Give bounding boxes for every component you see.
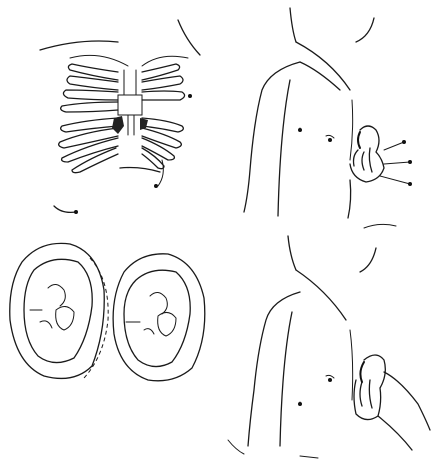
ribcage-marker-2 [154, 184, 158, 188]
heart-shading-2 [140, 118, 148, 130]
abdomen-line [348, 180, 351, 218]
pointer-dot-3 [408, 182, 412, 186]
hip-line [364, 224, 396, 228]
nipple [328, 138, 332, 142]
torso-dot-1 [298, 128, 302, 132]
right-ribs [142, 64, 185, 169]
torso-bottom-panel [228, 236, 430, 458]
arm-inner [300, 62, 340, 90]
ribcage-shoulder-line-right [178, 20, 200, 55]
hand-2-fingers [360, 380, 372, 408]
ribcage-marker-1 [74, 210, 78, 214]
pointer-line-2 [384, 162, 410, 164]
hand-fingers [354, 148, 373, 172]
ribcage-marker-3 [188, 94, 192, 98]
sternum [118, 95, 142, 115]
ribcage-panel [40, 20, 200, 214]
torso-left-2 [280, 312, 292, 446]
pointer-line-1 [384, 142, 404, 150]
left-ribs [59, 64, 118, 173]
heart-section-right [113, 254, 205, 381]
shoulder-arm [244, 42, 350, 212]
hand-2-shadow [360, 362, 364, 382]
sternum-line-2 [350, 330, 353, 400]
torso-top-panel [244, 8, 412, 228]
baseline-mark [300, 456, 318, 458]
ribcage-clavicle-left [70, 55, 128, 66]
ribcage-shoulder-line-left [40, 41, 118, 50]
sternum-line [350, 100, 353, 160]
neck-right [356, 18, 374, 42]
heart-sections-panel [10, 243, 205, 380]
neck-left [290, 8, 296, 42]
ribcage-clavicle-right [142, 56, 188, 66]
nipple-2 [328, 378, 332, 382]
neck-right-2 [360, 248, 376, 272]
pointer-dot-2 [408, 160, 412, 164]
ribcage-left-flank [54, 206, 76, 212]
ribcage-right-flank [158, 160, 163, 186]
ribcage-lower-contour [120, 168, 160, 173]
pointer-dot-1 [402, 140, 406, 144]
torso-dot-2 [298, 402, 302, 406]
torso-left [278, 80, 290, 216]
heart-section-left [10, 243, 108, 378]
hip-curve-2 [228, 440, 244, 454]
pointer-line-3 [380, 176, 410, 184]
neck-left-2 [288, 236, 296, 270]
hand-shadow [358, 132, 360, 148]
shoulder-arm-2 [248, 270, 346, 446]
forearm-sleeve [378, 372, 430, 450]
